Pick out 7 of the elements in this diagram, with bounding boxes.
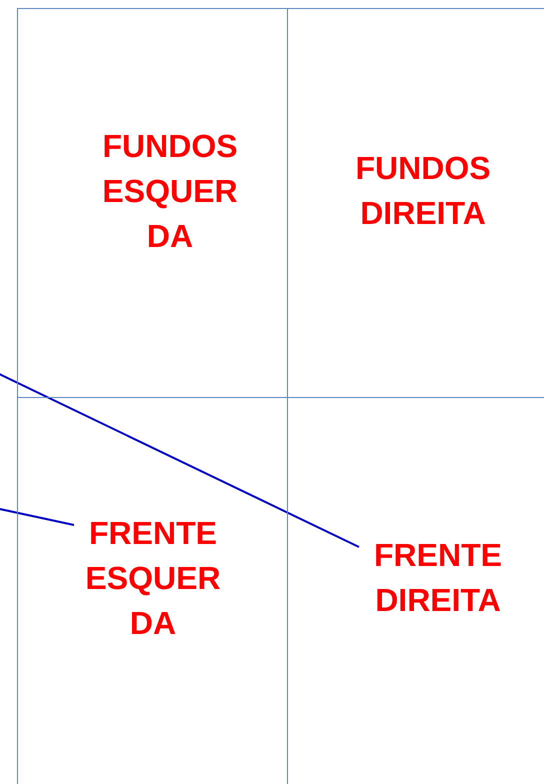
leader-line bbox=[0, 371, 360, 548]
cell-label: FRENTE ESQUER DA bbox=[84, 514, 222, 643]
cell-label: FUNDOS ESQUER DA bbox=[101, 127, 239, 256]
cell-label: FRENTE DIREITA bbox=[373, 536, 503, 620]
leader-line bbox=[0, 507, 74, 526]
cell-label: FUNDOS DIREITA bbox=[354, 149, 492, 233]
grid-cell bbox=[17, 8, 288, 398]
